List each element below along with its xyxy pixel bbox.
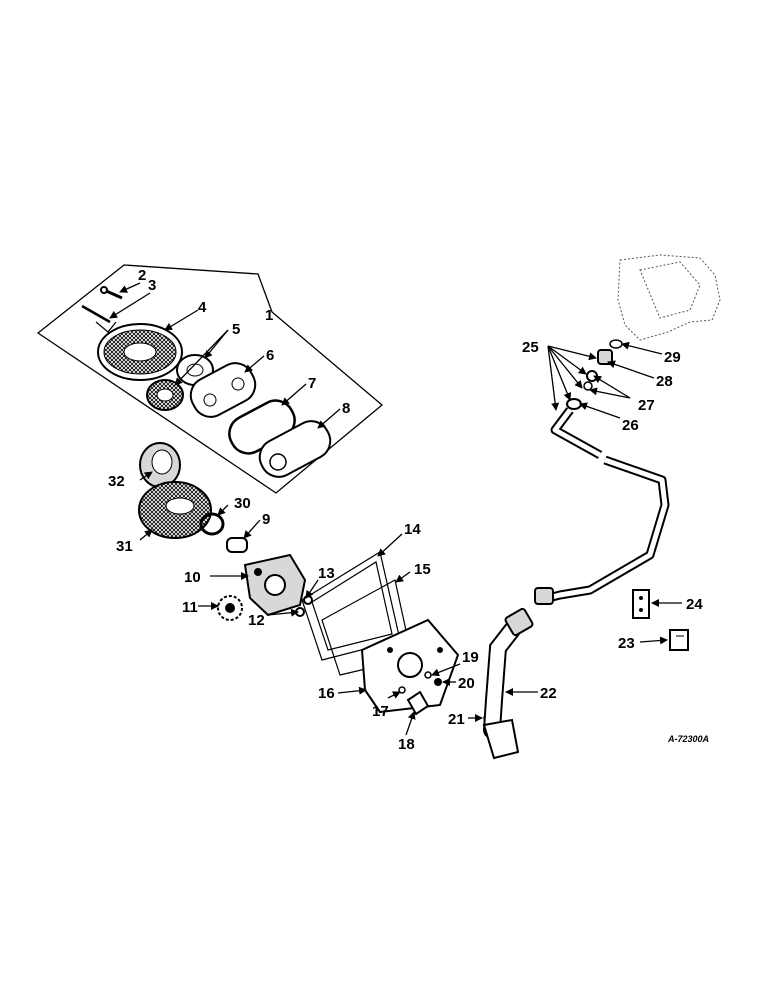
callout-1: 1 xyxy=(265,307,273,324)
callout-11: 11 xyxy=(182,599,198,616)
callout-10: 10 xyxy=(184,569,201,586)
cover-8 xyxy=(258,420,332,478)
o-ring-30 xyxy=(199,512,225,536)
callout-6: 6 xyxy=(266,347,274,364)
filter-element-31 xyxy=(138,481,212,539)
callout-18: 18 xyxy=(398,736,415,753)
bushing-9 xyxy=(226,537,248,553)
callout-7: 7 xyxy=(308,375,316,392)
callout-4: 4 xyxy=(198,299,207,316)
callout-3: 3 xyxy=(148,277,156,294)
callout-15: 15 xyxy=(414,561,431,578)
reference-outline xyxy=(617,254,721,341)
filter-plate-6 xyxy=(189,362,257,418)
pump-body-10 xyxy=(243,553,307,617)
callout-17: 17 xyxy=(372,703,389,720)
gear-11 xyxy=(217,595,243,621)
bracket-24 xyxy=(632,589,650,619)
callout-30: 30 xyxy=(234,495,251,512)
drawing-number: A-72300A xyxy=(667,734,709,744)
callout-20: 20 xyxy=(458,675,475,692)
callout-9: 9 xyxy=(262,511,270,528)
callout-29: 29 xyxy=(664,349,681,366)
callout-13: 13 xyxy=(318,565,335,582)
callout-8: 8 xyxy=(342,400,350,417)
callout-25: 25 xyxy=(522,339,539,356)
callout-21: 21 xyxy=(448,711,465,728)
callout-19: 19 xyxy=(462,649,479,666)
callout-16: 16 xyxy=(318,685,335,702)
callout-26: 26 xyxy=(622,417,639,434)
kit-outline xyxy=(36,264,384,494)
clip-23 xyxy=(669,629,689,651)
callout-31: 31 xyxy=(116,538,133,555)
callout-5: 5 xyxy=(232,321,240,338)
clip-part xyxy=(81,304,117,333)
hose-22 xyxy=(482,607,534,760)
callout-32: 32 xyxy=(108,473,125,490)
callout-24: 24 xyxy=(686,596,703,613)
callout-14: 14 xyxy=(404,521,421,538)
callout-12: 12 xyxy=(248,612,265,629)
callout-labels: 1 2 3 4 5 6 7 8 9 10 11 12 13 14 15 16 1… xyxy=(108,267,709,753)
cap-32 xyxy=(139,442,181,488)
callout-22: 22 xyxy=(540,685,557,702)
callout-28: 28 xyxy=(656,373,673,390)
filter-element-4 xyxy=(97,323,183,381)
fittings-group xyxy=(566,339,623,410)
filter-cartridge-5 xyxy=(146,354,214,411)
leader-lines xyxy=(109,282,682,736)
pin-part xyxy=(100,286,123,300)
callout-2: 2 xyxy=(138,267,146,284)
callout-23: 23 xyxy=(618,635,635,652)
callout-27: 27 xyxy=(638,397,655,414)
tube-line xyxy=(534,407,670,605)
